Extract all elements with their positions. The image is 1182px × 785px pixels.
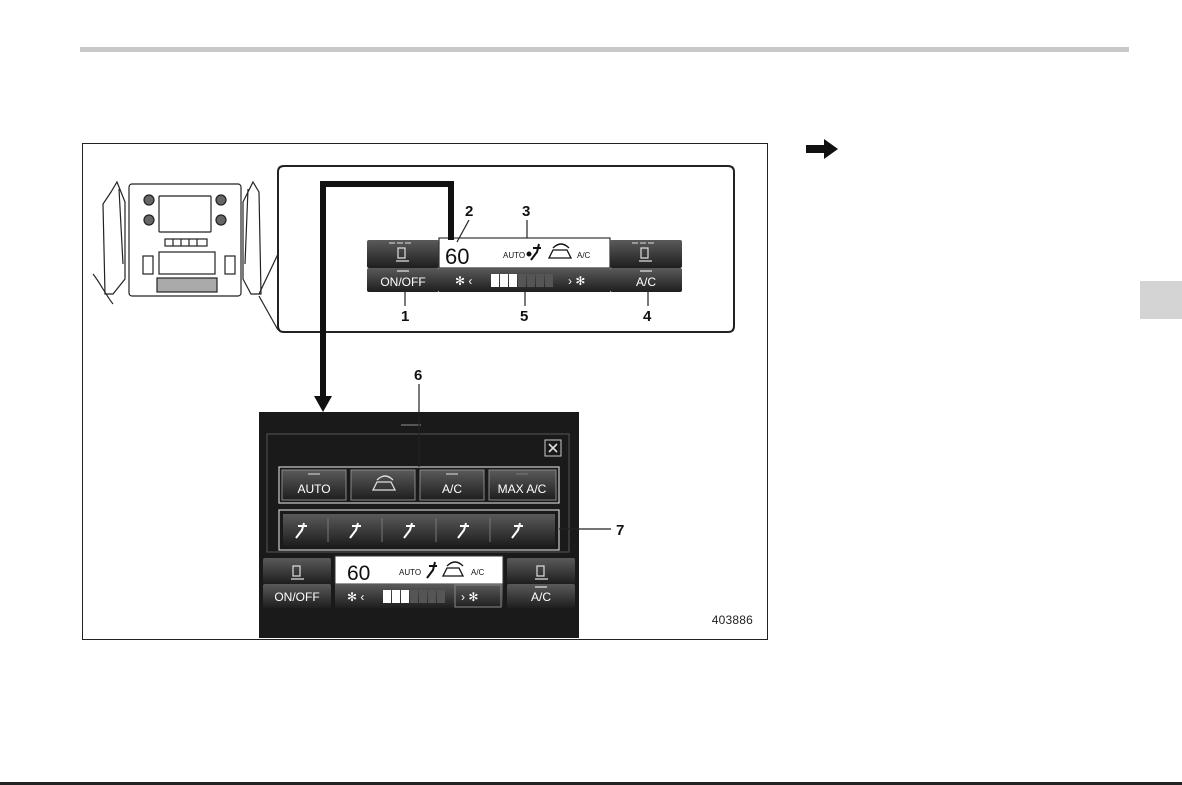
- fan-level-segment: [500, 274, 508, 287]
- on-off-label: ON/OFF: [274, 590, 319, 604]
- seat-heater-button-left[interactable]: [263, 558, 331, 584]
- ac-indicator: A/C: [577, 251, 591, 260]
- callout-7: 7: [616, 522, 624, 539]
- fan-level-segment: [536, 274, 544, 287]
- seat-heater-button-right[interactable]: [507, 558, 575, 584]
- fan-increase-icon[interactable]: › ✻: [461, 590, 478, 604]
- ac-indicator: A/C: [471, 568, 485, 577]
- climate-control-figure: ON/OFF 60 AUTO A/C ✻ ‹ › ✻ A/C 1 2 3 4 5: [82, 143, 768, 640]
- callout-1: 1: [401, 308, 409, 325]
- fan-level-segment: [392, 590, 400, 603]
- ac-button-label: A/C: [636, 275, 656, 289]
- climate-control-panel: ON/OFF 60 AUTO A/C ✻ ‹ › ✻ A/C: [367, 238, 682, 292]
- fan-level-segment: [419, 590, 427, 603]
- fan-level-segment: [545, 274, 553, 287]
- connector-arrow-icon: [314, 396, 332, 412]
- fan-level-indicator: [491, 274, 553, 287]
- fan-decrease-icon[interactable]: ✻ ‹: [455, 274, 472, 288]
- max-ac-label: MAX A/C: [498, 482, 547, 496]
- on-off-label: ON/OFF: [380, 275, 425, 289]
- screen-status-bar: ON/OFF 60 AUTO A/C ✻ ‹ › ✻ A/C: [259, 554, 579, 638]
- fan-level-segment: [383, 590, 391, 603]
- seat-heater-button-left[interactable]: [367, 240, 439, 268]
- seat-heater-button-right[interactable]: [610, 240, 682, 268]
- temperature-readout: 60: [445, 244, 469, 269]
- callout-4: 4: [643, 308, 652, 325]
- fan-level-segment: [428, 590, 436, 603]
- fan-level-segment: [491, 274, 499, 287]
- fan-level-segment: [518, 274, 526, 287]
- fan-level-segment: [527, 274, 535, 287]
- callout-3: 3: [522, 203, 530, 220]
- fan-level-segment: [410, 590, 418, 603]
- fan-decrease-icon[interactable]: ✻ ‹: [347, 590, 364, 604]
- temperature-readout: 60: [347, 562, 370, 585]
- fan-increase-icon[interactable]: › ✻: [568, 274, 585, 288]
- fan-level-indicator: [383, 590, 445, 603]
- header-rule: [80, 47, 1129, 52]
- section-tab: [1140, 281, 1182, 319]
- fan-level-segment: [437, 590, 445, 603]
- ac-button-label: A/C: [531, 590, 551, 604]
- callout-5: 5: [520, 308, 528, 325]
- figure-id: 403886: [712, 613, 753, 627]
- recirculation-mode-button[interactable]: [351, 470, 415, 500]
- callout-6: 6: [414, 367, 422, 384]
- auto-mode-label: AUTO: [297, 482, 330, 496]
- reference-arrow-icon: [806, 138, 840, 165]
- callout-2: 2: [465, 203, 473, 220]
- dashboard-illustration: [93, 182, 278, 330]
- auto-indicator: AUTO: [399, 568, 421, 577]
- ac-mode-label: A/C: [442, 482, 462, 496]
- auto-indicator: AUTO: [503, 251, 525, 260]
- fan-level-segment: [401, 590, 409, 603]
- fan-level-segment: [509, 274, 517, 287]
